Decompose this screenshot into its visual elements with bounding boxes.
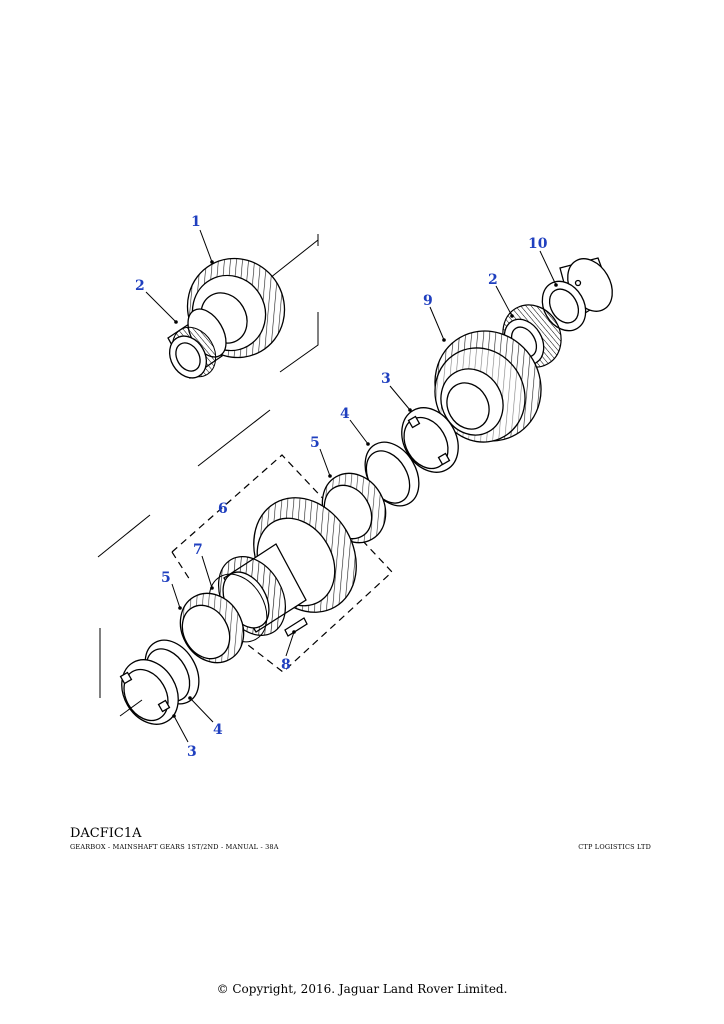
callout-4-upper: 4 — [340, 406, 350, 422]
callout-3-upper: 3 — [381, 371, 391, 387]
section-lines — [97, 234, 319, 698]
leader-lines — [145, 229, 558, 743]
part-8-strut — [284, 617, 308, 637]
publisher-label: CTP LOGISTICS LTD — [578, 843, 651, 851]
part-3-baulk-ring-lower — [119, 659, 179, 725]
part-2-needle-bearing-left — [167, 308, 227, 379]
copyright-notice: © Copyright, 2016. Jaguar Land Rover Lim… — [216, 982, 508, 996]
callout-5-lower: 5 — [161, 570, 171, 586]
callouts: 1 2 10 2 9 3 4 5 6 7 5 8 4 3 — [135, 214, 548, 760]
callout-5-upper: 5 — [310, 435, 320, 451]
part-9-second-gear — [434, 330, 542, 443]
callout-2-left: 2 — [135, 278, 145, 294]
callout-8: 8 — [281, 657, 291, 673]
callout-10: 10 — [528, 236, 548, 252]
callout-4-lower: 4 — [213, 722, 223, 738]
part-5-cone-lower — [179, 592, 245, 664]
callout-9: 9 — [423, 293, 433, 309]
drawing-title: GEARBOX - MAINSHAFT GEARS 1ST/2ND - MANU… — [70, 843, 279, 851]
callout-7: 7 — [193, 542, 203, 558]
part-3-baulk-ring-upper — [401, 407, 459, 473]
callout-2-right: 2 — [488, 272, 498, 288]
callout-6: 6 — [218, 501, 228, 517]
drawing-code: DACFIC1A — [70, 826, 142, 841]
part-6-synchro-assembly — [171, 454, 393, 673]
callout-3-lower: 3 — [187, 744, 197, 760]
callout-1: 1 — [191, 214, 201, 230]
